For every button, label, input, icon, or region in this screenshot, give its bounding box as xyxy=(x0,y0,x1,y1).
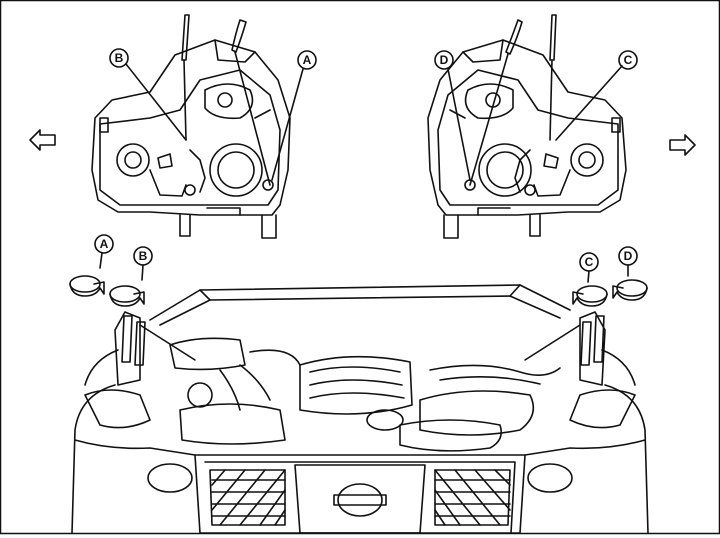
rotation-direction-icon xyxy=(69,275,648,307)
callout-a-left-label: A xyxy=(303,53,312,67)
vehicle-front-engine-bay-icon xyxy=(71,284,649,534)
callout-d-right-label: D xyxy=(440,53,449,67)
callout-a-bottom: A xyxy=(94,234,114,269)
callout-c-bottom: C xyxy=(579,252,599,283)
callout-c-right-label: C xyxy=(624,53,633,67)
right-headlamp-assembly xyxy=(427,39,627,239)
outline-arrow-right-icon xyxy=(669,134,696,156)
left-headlamp-assembly xyxy=(91,39,291,239)
screwdriver-icon xyxy=(121,315,605,366)
callout-a-bottom-label: A xyxy=(100,237,109,251)
callout-d-right: D xyxy=(434,50,471,181)
callout-c-right: C xyxy=(555,50,638,141)
callout-b-left-label: B xyxy=(115,51,124,65)
callout-b-left: B xyxy=(109,48,187,141)
screwdriver-icon xyxy=(181,14,271,186)
screwdriver-icon xyxy=(469,14,557,186)
callout-d-bottom: D xyxy=(618,246,638,277)
callout-b-bottom-label: B xyxy=(139,249,148,263)
callout-c-bottom-label: C xyxy=(585,255,594,269)
callout-b-bottom: B xyxy=(133,246,153,281)
callout-a-left: A xyxy=(271,50,317,181)
outline-arrow-left-icon xyxy=(29,129,56,151)
callout-d-bottom-label: D xyxy=(624,249,633,263)
